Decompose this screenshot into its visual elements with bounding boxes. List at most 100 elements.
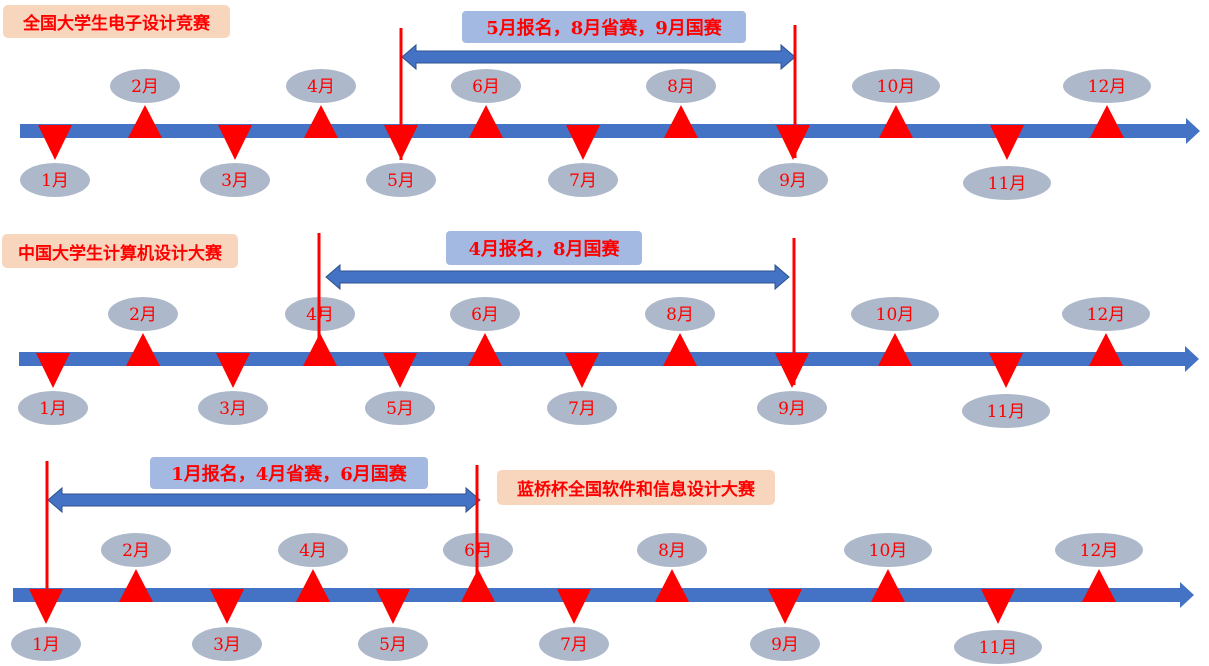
month-bubble [646, 69, 716, 103]
month-label: 1月 [32, 635, 60, 655]
month-bubble [963, 166, 1051, 200]
month-bubble [962, 394, 1050, 428]
month-bubble [851, 297, 939, 331]
month-label: 8月 [667, 77, 695, 97]
month-label: 7月 [560, 635, 588, 655]
period-double-arrow [47, 486, 481, 514]
down-triangle-icon [216, 353, 250, 388]
month-label: 9月 [771, 635, 799, 655]
axis-arrow [19, 346, 1199, 372]
month-label: 5月 [386, 399, 414, 419]
month-bubble [110, 69, 180, 103]
up-triangle-icon [296, 569, 330, 602]
axis-arrow [13, 582, 1194, 608]
up-triangle-icon [1082, 569, 1116, 602]
up-triangle-icon [119, 569, 153, 602]
down-triangle-icon [776, 125, 810, 160]
month-label: 9月 [779, 171, 807, 191]
month-bubble [758, 163, 828, 197]
up-triangle-icon [1089, 333, 1123, 366]
down-triangle-icon [36, 353, 70, 388]
month-label: 8月 [658, 541, 686, 561]
month-label: 5月 [379, 635, 407, 655]
down-triangle-icon [565, 353, 599, 388]
up-triangle-icon [304, 105, 338, 138]
up-triangle-icon [469, 105, 503, 138]
month-label: 1月 [39, 399, 67, 419]
month-bubble [101, 533, 171, 567]
down-triangle-icon [38, 125, 72, 160]
month-bubble [358, 627, 428, 661]
month-label: 11月 [979, 638, 1018, 658]
timeline-1-note: 5月报名，8月省赛，9月国赛 [462, 11, 746, 43]
down-triangle-icon [768, 589, 802, 624]
month-bubble [539, 627, 609, 661]
month-bubble [450, 297, 520, 331]
month-bubble [11, 627, 81, 661]
up-triangle-icon [878, 333, 912, 366]
timeline-2-note: 4月报名，8月国赛 [446, 231, 642, 265]
month-bubble [852, 69, 940, 103]
down-triangle-icon [981, 589, 1015, 624]
month-label: 2月 [122, 541, 150, 561]
timeline-3-title: 蓝桥杯全国软件和信息设计大赛 [497, 470, 775, 505]
month-label: 10月 [869, 541, 908, 561]
down-triangle-icon [383, 353, 417, 388]
up-triangle-icon [871, 569, 905, 602]
up-triangle-icon [128, 105, 162, 138]
month-bubble [451, 69, 521, 103]
up-triangle-icon [663, 333, 697, 366]
month-label: 4月 [307, 77, 335, 97]
month-label: 12月 [1088, 77, 1127, 97]
month-label: 8月 [666, 305, 694, 325]
month-bubble [198, 391, 268, 425]
month-bubble [750, 627, 820, 661]
month-label: 2月 [131, 77, 159, 97]
month-bubble [365, 391, 435, 425]
month-label: 10月 [876, 305, 915, 325]
month-label: 12月 [1080, 541, 1119, 561]
month-bubble [278, 533, 348, 567]
down-triangle-icon [557, 589, 591, 624]
month-bubble [548, 163, 618, 197]
down-triangle-icon [989, 353, 1023, 388]
month-bubble [286, 69, 356, 103]
month-bubble [1055, 533, 1143, 567]
month-label: 5月 [387, 171, 415, 191]
month-bubble [366, 163, 436, 197]
month-label: 6月 [471, 305, 499, 325]
month-bubble [200, 163, 270, 197]
up-triangle-icon [468, 333, 502, 366]
up-triangle-icon [126, 333, 160, 366]
period-double-arrow [401, 43, 796, 71]
down-triangle-icon [218, 125, 252, 160]
month-label: 7月 [568, 399, 596, 419]
month-label: 11月 [988, 174, 1027, 194]
up-triangle-icon [664, 105, 698, 138]
month-label: 10月 [877, 77, 916, 97]
timeline-1-title: 全国大学生电子设计竞赛 [3, 5, 230, 38]
month-bubble [844, 533, 932, 567]
month-label: 9月 [778, 399, 806, 419]
up-triangle-icon [879, 105, 913, 138]
month-label: 2月 [129, 305, 157, 325]
down-triangle-icon [775, 353, 809, 388]
timeline-2-title: 中国大学生计算机设计大赛 [2, 234, 238, 268]
month-bubble [547, 391, 617, 425]
month-label: 7月 [569, 171, 597, 191]
month-bubble [757, 391, 827, 425]
timeline-3-note: 1月报名，4月省赛，6月国赛 [150, 457, 428, 489]
month-bubble [1063, 69, 1151, 103]
month-bubble [192, 627, 262, 661]
up-triangle-icon [1090, 105, 1124, 138]
month-label: 6月 [472, 77, 500, 97]
month-label: 12月 [1087, 305, 1126, 325]
month-label: 11月 [987, 402, 1026, 422]
month-label: 1月 [41, 171, 69, 191]
axis-arrow [20, 118, 1200, 144]
month-label: 3月 [213, 635, 241, 655]
